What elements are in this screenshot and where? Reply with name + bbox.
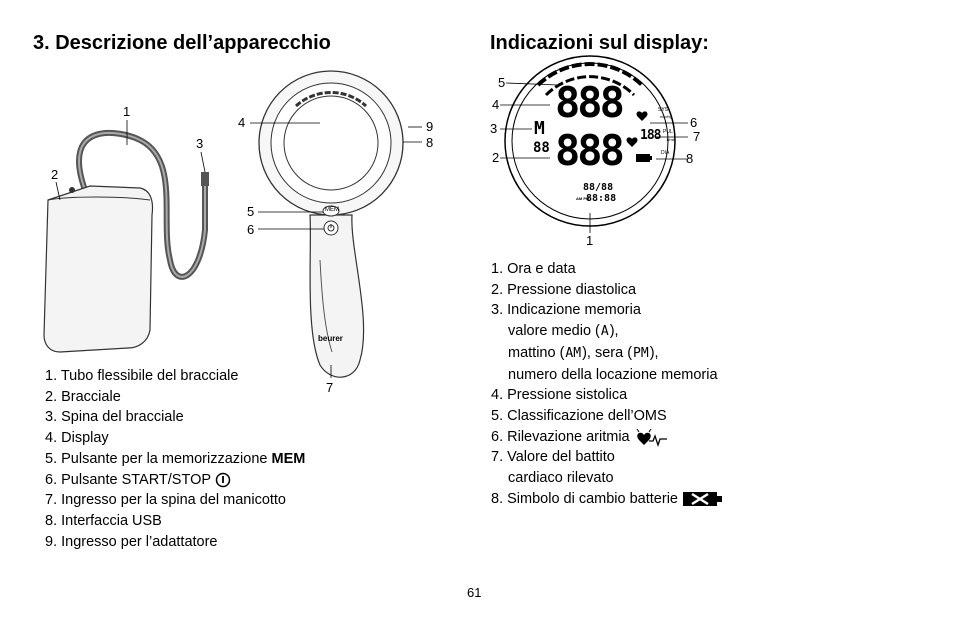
right-legend-list: 1. Ora e data 2. Pressione diastolica 3.…: [491, 259, 724, 509]
left-item-9: 9. Ingresso per l’adattatore: [45, 533, 218, 550]
callout-5: 5: [247, 204, 255, 219]
callout-1: 1: [123, 104, 131, 119]
right-item-6: 6. Rilevazione aritmia: [491, 427, 724, 448]
memory-symbol: M: [534, 118, 545, 139]
page-number: 61: [467, 585, 482, 600]
mem-button-label: MEM: [325, 207, 339, 213]
diastolic-digits: 888: [555, 126, 625, 175]
pulse-digits: 188: [640, 128, 662, 143]
left-legend-list: 1. Tubo flessibile del bracciale 2. Brac…: [45, 366, 305, 552]
callout-3: 3: [196, 136, 204, 151]
left-item-7: 7. Ingresso per la spina del manicotto: [45, 492, 286, 509]
pul-label: PUL: [663, 129, 673, 135]
display-callout-8: 8: [686, 151, 694, 166]
left-item-6: 6. Pulsante START/STOP: [45, 470, 305, 491]
section-title-right: Indicazioni sul display:: [490, 32, 709, 54]
power-icon: [215, 472, 231, 487]
display-callout-6: 6: [690, 115, 698, 130]
dia-label: DIA: [661, 150, 670, 156]
left-item-1: 1. Tubo flessibile del bracciale: [45, 368, 239, 384]
right-item-3: 3. Indicazione memoria: [491, 302, 641, 319]
callout-7: 7: [326, 380, 334, 395]
display-callout-1: 1: [586, 233, 594, 248]
systolic-digits: 888: [555, 78, 625, 127]
right-item-5: 5. Classificazione dell’OMS: [491, 407, 667, 424]
display-callout-4: 4: [492, 97, 500, 112]
device-illustration: [43, 70, 422, 378]
pm-symbol: PM: [633, 345, 649, 361]
device-brand-logo: beurer: [318, 334, 343, 343]
right-item-1: 1. Ora e data: [491, 261, 576, 277]
callout-8: 8: [426, 135, 434, 150]
right-item-7: 7. Valore del battito: [491, 449, 615, 466]
display-callout-5: 5: [498, 75, 506, 90]
sys-unit: mmHg: [660, 114, 672, 119]
memory-number: 88: [533, 140, 550, 156]
right-item-8: 8. Simbolo di cambio batterie: [491, 489, 724, 510]
right-item-4: 4. Pressione sistolica: [491, 387, 628, 404]
section-title-left: 3. Descrizione dell’apparecchio: [33, 32, 331, 54]
left-item-8: 8. Interfaccia USB: [45, 512, 162, 529]
right-item-3a: valore medio (A),: [508, 323, 619, 340]
display-callout-2: 2: [492, 150, 500, 165]
am-symbol: AM: [565, 345, 582, 361]
display-callout-3: 3: [490, 121, 498, 136]
right-item-2: 2. Pressione diastolica: [491, 281, 637, 298]
left-item-2: 2. Bracciale: [45, 388, 121, 405]
battery-change-icon: [683, 491, 723, 506]
right-item-7b: cardiaco rilevato: [508, 470, 614, 487]
date-digits: 88/88: [583, 182, 614, 193]
am-pm-label: AM PM: [576, 196, 590, 201]
left-item-3: 3. Spina del bracciale: [45, 409, 184, 426]
time-digits: 88:88: [586, 193, 617, 204]
pul-unit: 1/min: [666, 137, 676, 142]
display-illustration: [500, 55, 688, 233]
average-symbol: A: [600, 324, 609, 340]
callout-2: 2: [51, 167, 59, 182]
callout-6: 6: [247, 222, 255, 237]
mem-bold: MEM: [271, 450, 306, 467]
left-item-4: 4. Display: [45, 430, 109, 447]
arrhythmia-heart-icon: [636, 428, 667, 447]
right-item-3b: mattino (AM), sera (PM),: [508, 344, 659, 361]
display-callout-7: 7: [693, 129, 701, 144]
callout-9: 9: [426, 119, 434, 134]
right-item-3c: numero della locazione memoria: [508, 366, 718, 383]
callout-4: 4: [238, 115, 246, 130]
left-item-5: 5. Pulsante per la memorizzazione MEM: [45, 450, 306, 467]
sys-label: SYS: [658, 107, 669, 113]
